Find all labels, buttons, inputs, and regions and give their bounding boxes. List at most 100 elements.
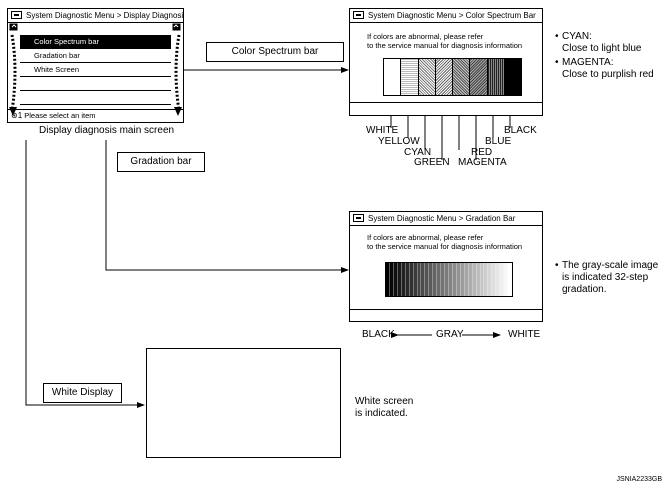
spectrum-screen-titlebar: System Diagnostic Menu > Color Spectrum … bbox=[350, 9, 542, 23]
gradation-bar-screen: System Diagnostic Menu > Gradation Bar I… bbox=[349, 211, 543, 322]
gradation-step bbox=[488, 263, 493, 296]
scroll-arc-icon bbox=[172, 23, 182, 116]
white-note-line2: is indicated. bbox=[355, 408, 408, 419]
left-scroll-indicator[interactable] bbox=[9, 23, 19, 117]
line-to-gradation bbox=[105, 140, 349, 273]
main-screen-title: System Diagnostic Menu > Display Diagnos… bbox=[26, 11, 183, 20]
gradation-step bbox=[472, 263, 477, 296]
gradation-step bbox=[460, 263, 465, 296]
color-spectrum-bar bbox=[383, 58, 522, 96]
color-label-yellow: YELLOW bbox=[378, 136, 420, 147]
bullet-icon: • bbox=[555, 260, 559, 271]
bullet-icon: • bbox=[555, 31, 559, 42]
gradation-step bbox=[421, 263, 426, 296]
note-cyan-desc: Close to light blue bbox=[562, 43, 642, 54]
gradation-step bbox=[445, 263, 449, 296]
gradation-bottom-divider bbox=[350, 309, 542, 310]
gradation-message-line1: If colors are abnormal, please refer bbox=[367, 233, 484, 242]
spectrum-screen-title: System Diagnostic Menu > Color Spectrum … bbox=[368, 11, 536, 20]
gradation-step bbox=[413, 263, 418, 296]
spectrum-bottom-divider bbox=[350, 102, 542, 103]
gradation-step bbox=[468, 263, 473, 296]
spectrum-red bbox=[453, 59, 471, 95]
gradation-step bbox=[389, 263, 394, 296]
color-spectrum-label: Color Spectrum bar bbox=[206, 42, 344, 62]
gradation-step bbox=[425, 263, 430, 296]
gradation-step bbox=[500, 263, 505, 296]
display-diagnosis-main-screen: System Diagnostic Menu > Display Diagnos… bbox=[7, 8, 184, 123]
menu-item-empty bbox=[20, 91, 171, 105]
spectrum-black bbox=[504, 59, 521, 95]
menu-item-empty bbox=[20, 77, 171, 91]
note-magenta-desc: Close to purplish red bbox=[562, 69, 654, 80]
note-cyan-name: CYAN: bbox=[562, 31, 592, 42]
figure-id: JSNIA2233GB bbox=[616, 476, 662, 483]
gradation-step bbox=[449, 263, 453, 296]
screen-icon bbox=[353, 214, 364, 222]
gradation-step bbox=[401, 263, 406, 296]
gradation-step bbox=[456, 263, 461, 296]
main-screen-titlebar: System Diagnostic Menu > Display Diagnos… bbox=[8, 9, 183, 23]
main-screen-statusbar: ⊛1 Please select an item bbox=[8, 109, 183, 122]
gradation-step bbox=[476, 263, 481, 296]
color-label-black: BLACK bbox=[504, 125, 537, 136]
gradation-step bbox=[480, 263, 485, 296]
gradation-step bbox=[492, 263, 497, 296]
menu-item-color-spectrum[interactable]: Color Spectrum bar bbox=[20, 35, 171, 49]
bullet-icon: • bbox=[555, 57, 559, 68]
gradation-step bbox=[508, 263, 512, 296]
color-label-blue: BLUE bbox=[485, 136, 512, 147]
menu-item-white-screen[interactable]: White Screen bbox=[20, 63, 171, 77]
menu-item-gradation[interactable]: Gradation bar bbox=[20, 49, 171, 63]
white-display-label: White Display bbox=[43, 383, 122, 403]
gradation-bar bbox=[385, 262, 513, 297]
status-text: Please select an item bbox=[24, 111, 96, 120]
spectrum-blue bbox=[487, 59, 505, 95]
gradation-step bbox=[397, 263, 402, 296]
gradation-step bbox=[452, 263, 457, 296]
gradation-label: Gradation bar bbox=[117, 152, 205, 172]
scale-label-black: BLACK bbox=[362, 329, 395, 340]
color-spectrum-screen: System Diagnostic Menu > Color Spectrum … bbox=[349, 8, 543, 116]
gradation-step bbox=[484, 263, 489, 296]
gradation-screen-title: System Diagnostic Menu > Gradation Bar bbox=[368, 214, 516, 223]
gradation-step bbox=[441, 263, 446, 296]
gradation-step bbox=[504, 263, 509, 296]
main-screen-caption: Display diagnosis main screen bbox=[39, 125, 175, 136]
white-screen bbox=[146, 348, 341, 458]
gradation-note-line3: gradation. bbox=[562, 284, 607, 295]
gradation-note-line1: The gray-scale image bbox=[562, 260, 659, 271]
scroll-arc-icon bbox=[9, 23, 18, 116]
gradation-step bbox=[496, 263, 501, 296]
gradation-step bbox=[429, 263, 434, 296]
line-to-white bbox=[25, 140, 145, 408]
scale-label-white: WHITE bbox=[508, 329, 541, 340]
gradation-step bbox=[405, 263, 410, 296]
info-icon: ⊛1 bbox=[11, 111, 23, 120]
scale-label-gray: GRAY bbox=[436, 329, 464, 340]
spectrum-note-magenta: • MAGENTA: Close to purplish red bbox=[555, 57, 654, 81]
right-scroll-indicator[interactable] bbox=[172, 23, 182, 117]
spectrum-yellow bbox=[401, 59, 419, 95]
gradation-message-line2: to the service manual for diagnosis info… bbox=[367, 242, 523, 251]
gradation-step bbox=[393, 263, 398, 296]
screen-icon bbox=[353, 11, 364, 19]
gradation-step bbox=[386, 263, 390, 296]
spectrum-white bbox=[384, 59, 402, 95]
spectrum-green bbox=[435, 59, 453, 95]
gradation-step bbox=[464, 263, 469, 296]
color-label-cyan: CYAN bbox=[404, 147, 432, 158]
color-label-red: RED bbox=[471, 147, 493, 158]
spectrum-note-cyan: • CYAN: Close to light blue bbox=[555, 31, 642, 55]
spectrum-message-line2: to the service manual for diagnosis info… bbox=[367, 41, 523, 50]
gradation-screen-titlebar: System Diagnostic Menu > Gradation Bar bbox=[350, 212, 542, 226]
spectrum-magenta bbox=[470, 59, 488, 95]
white-note-line1: White screen bbox=[355, 396, 414, 407]
white-screen-note: White screen is indicated. bbox=[355, 396, 413, 420]
gradation-step bbox=[437, 263, 442, 296]
color-label-white: WHITE bbox=[366, 125, 399, 136]
color-label-magenta: MAGENTA bbox=[458, 157, 507, 168]
gradation-step bbox=[433, 263, 438, 296]
color-label-green: GREEN bbox=[414, 157, 450, 168]
